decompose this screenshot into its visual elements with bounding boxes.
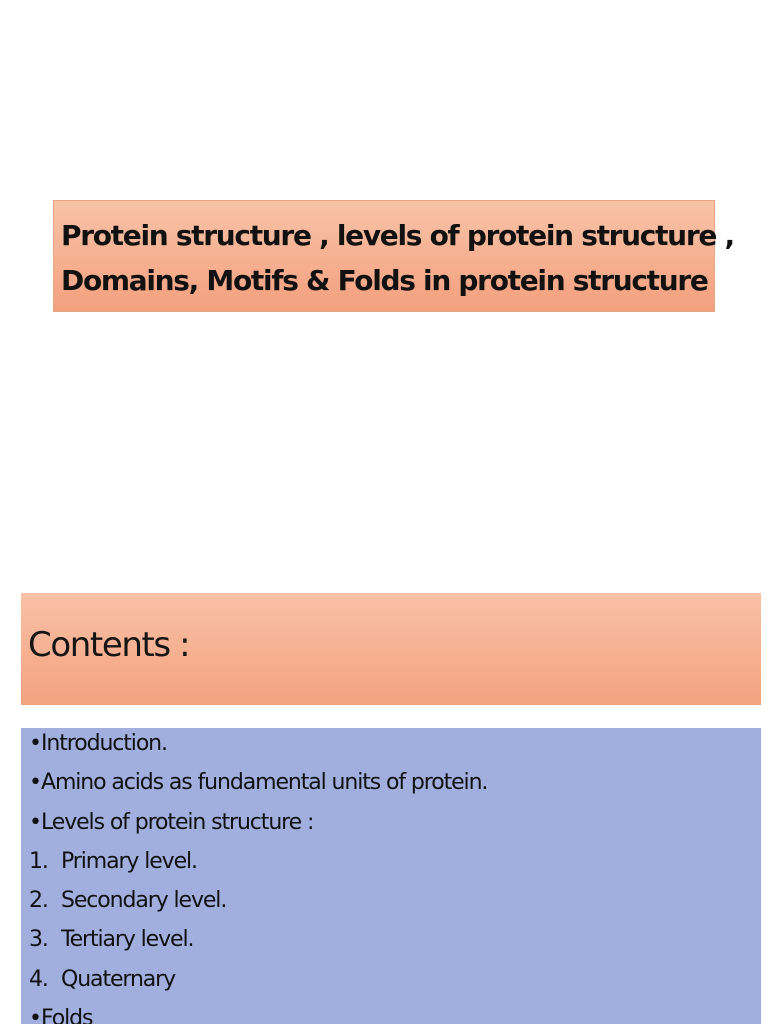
list-item: •Folds	[29, 1006, 761, 1024]
list-item-text: Secondary level.	[61, 888, 227, 914]
contents-header: Contents :	[21, 593, 761, 705]
contents-title: Contents :	[28, 625, 191, 665]
list-item: 1. Primary level.	[29, 849, 761, 888]
list-item-text: Levels of protein structure :	[41, 809, 314, 835]
list-item: •Introduction.	[29, 731, 761, 770]
list-item: 3. Tertiary level.	[29, 927, 761, 966]
list-item: •Amino acids as fundamental units of pro…	[29, 770, 761, 809]
slide-title-line-1: Protein structure , levels of protein st…	[61, 219, 735, 252]
list-item: 4. Quaternary	[29, 967, 761, 1006]
bullet-marker: •	[29, 731, 42, 756]
list-item: 2. Secondary level.	[29, 888, 761, 927]
bullet-marker: •	[29, 770, 42, 796]
list-item: •Levels of protein structure :	[29, 810, 761, 849]
bullet-marker: •	[29, 809, 42, 835]
list-item-text: Quaternary	[61, 966, 176, 992]
bullet-marker: •	[29, 1006, 42, 1024]
list-item-text: Primary level.	[61, 848, 198, 874]
number-marker: 1.	[29, 848, 49, 874]
slide-title-line-2: Domains, Motifs & Folds in protein struc…	[61, 264, 709, 297]
list-item-text: Tertiary level.	[61, 927, 194, 953]
slide-title-box: Protein structure , levels of protein st…	[53, 200, 735, 312]
number-marker: 4.	[29, 966, 49, 992]
number-marker: 3.	[29, 927, 49, 953]
contents-list: •Introduction. •Amino acids as fundament…	[21, 728, 761, 1024]
list-item-text: Introduction.	[41, 731, 168, 756]
list-item-text: Amino acids as fundamental units of prot…	[41, 770, 488, 796]
list-item-text: Folds	[41, 1006, 93, 1024]
number-marker: 2.	[29, 888, 49, 914]
